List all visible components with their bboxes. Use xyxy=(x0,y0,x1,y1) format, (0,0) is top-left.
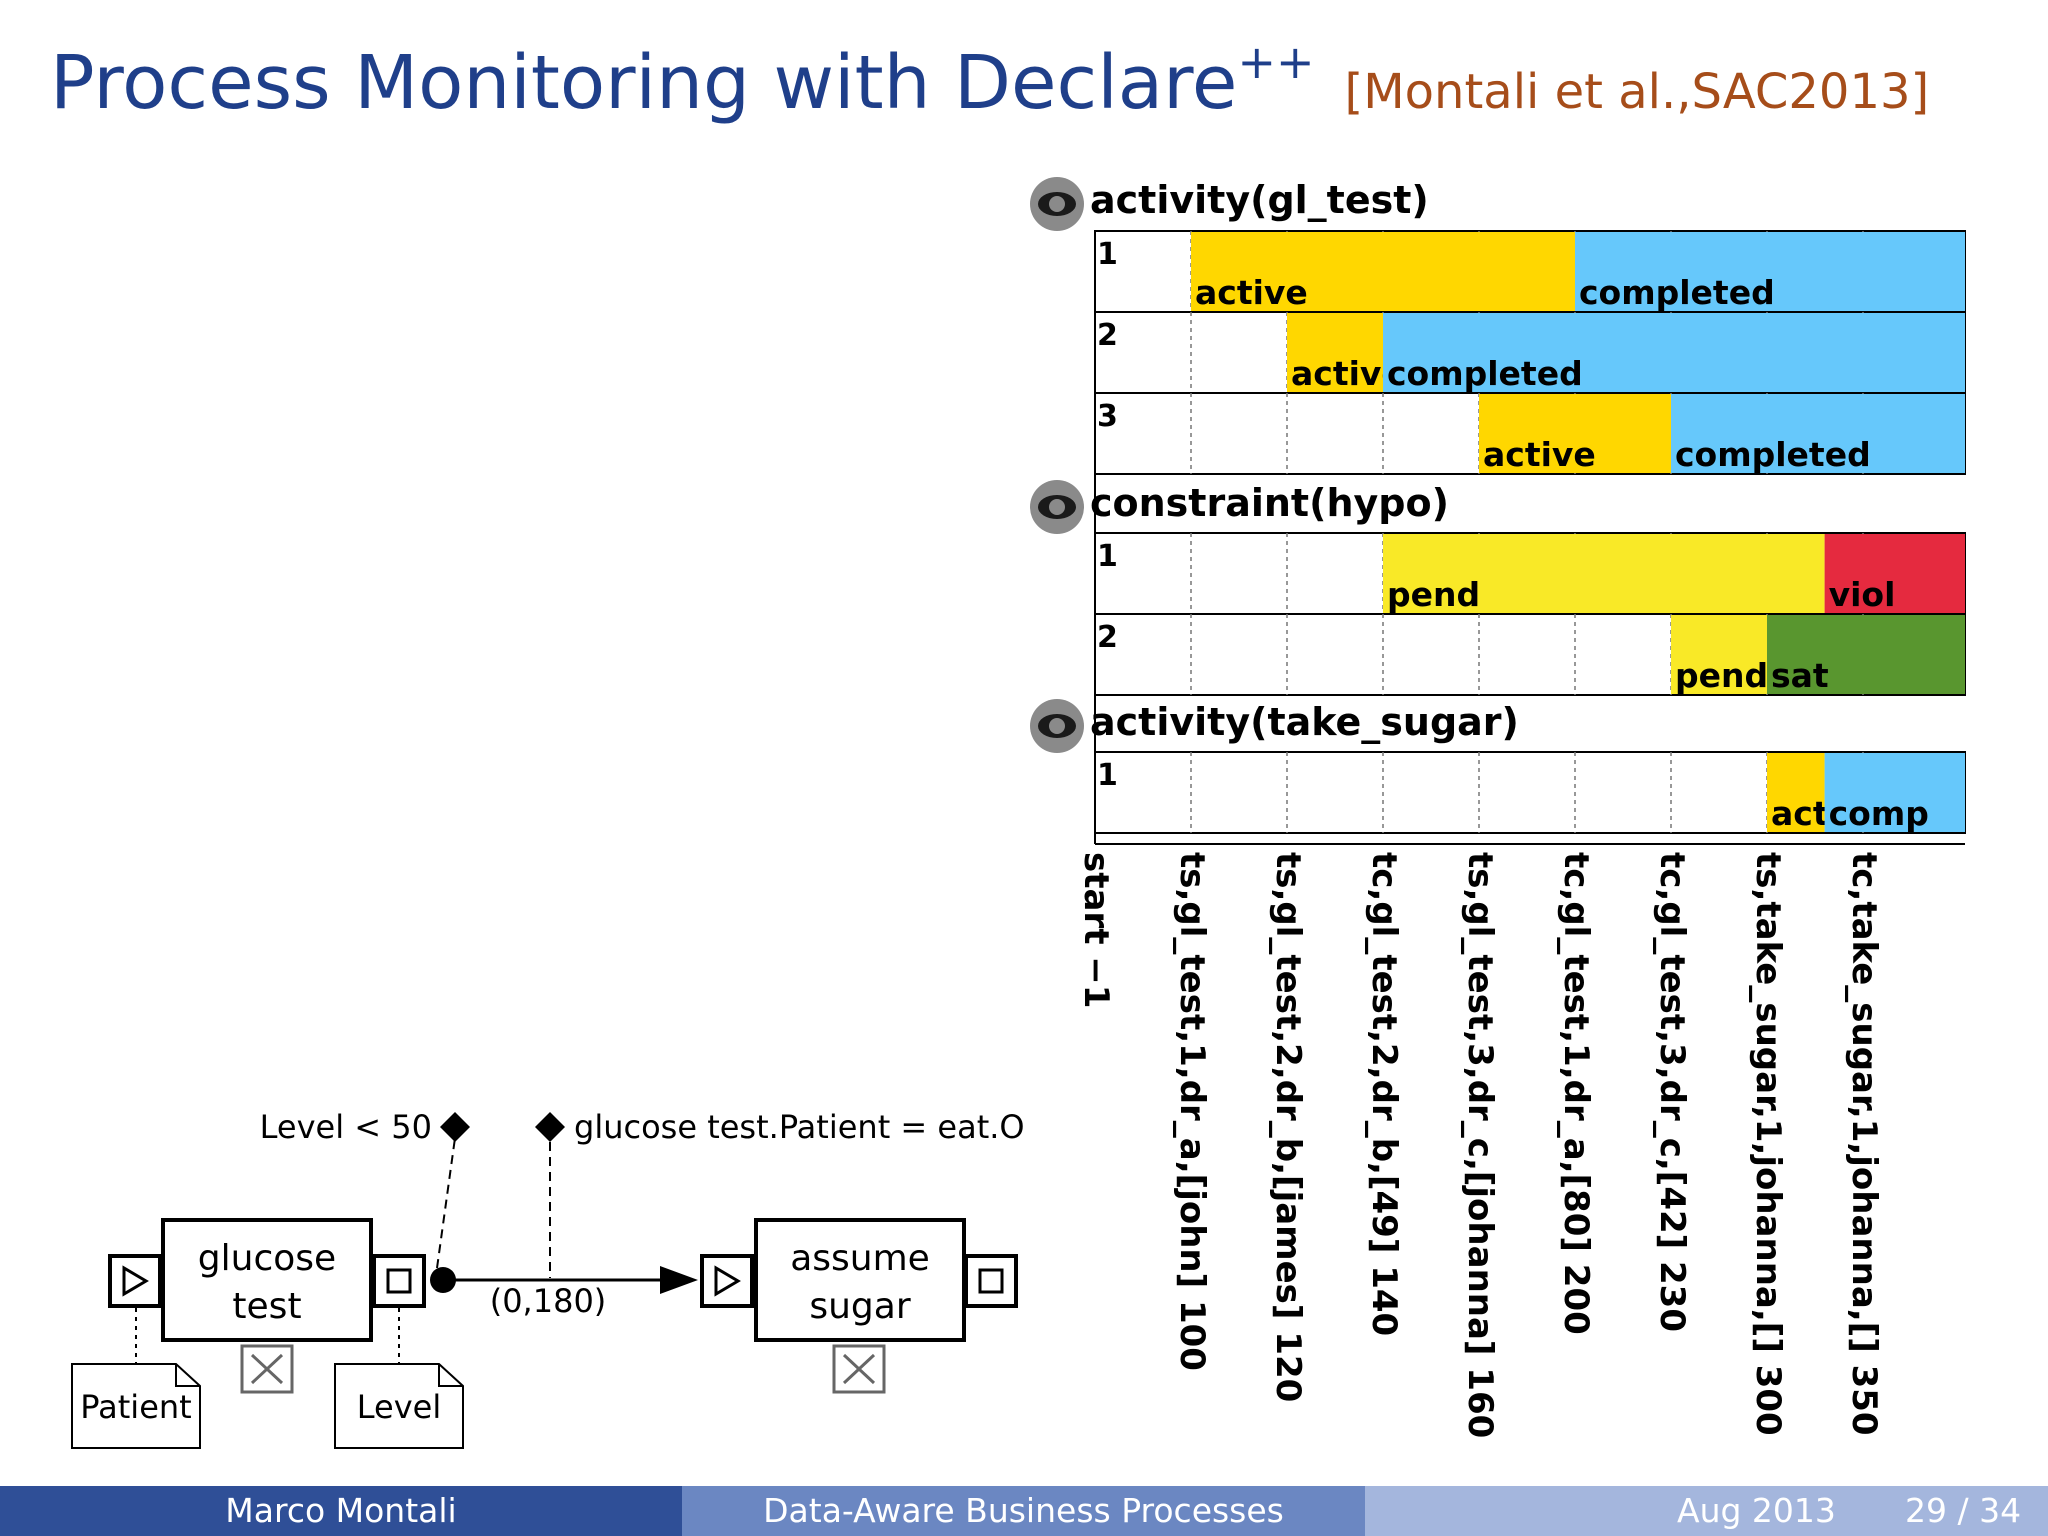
segment-active xyxy=(1191,232,1575,311)
segment-active xyxy=(1287,313,1383,392)
diamond-icon xyxy=(535,1112,565,1142)
event-tick-label: tc,gl_test,1,dr_a,[80] 200 xyxy=(1556,852,1596,1335)
segment-completed xyxy=(1824,753,1965,832)
footer-talk-title: Data-Aware Business Processes xyxy=(682,1486,1365,1536)
event-tick-label: tc,gl_test,3,dr_c,[42] 230 xyxy=(1652,852,1692,1332)
interval-label: (0,180) xyxy=(490,1282,607,1320)
segment-completed xyxy=(1383,313,1965,392)
data-object-level[interactable] xyxy=(334,1363,464,1449)
segment-label: active xyxy=(1195,273,1308,312)
footer-meta: Aug 2013 29 / 34 xyxy=(1365,1486,2048,1536)
task-glucose-test-line2: test xyxy=(232,1286,301,1327)
segment-label: completed xyxy=(1387,354,1583,393)
process-model-diagram: glucose test Patient Level (0,180) Level… xyxy=(71,1108,1025,1449)
segment-label: comp xyxy=(1829,794,1929,833)
connector-arrowhead xyxy=(660,1266,698,1294)
title-text: Process Monitoring with Declare xyxy=(50,40,1238,126)
stop-square-icon[interactable] xyxy=(372,1254,426,1308)
event-tick-label: ts,gl_test,3,dr_c,[johanna] 160 xyxy=(1460,852,1500,1438)
footer-author: Marco Montali xyxy=(0,1486,682,1536)
citation: [Montali et al.,SAC2013] xyxy=(1344,64,1930,120)
segment-label: sat xyxy=(1771,656,1829,695)
footer-page-number: 29 / 34 xyxy=(1905,1491,2022,1530)
event-tick-label: ts,take_sugar,1,johanna,[] 300 xyxy=(1748,852,1788,1436)
event-tick-label: start −1 xyxy=(1076,852,1116,1008)
slide-title: Process Monitoring with Declare++ [Montal… xyxy=(50,35,1930,150)
stop-square-icon[interactable] xyxy=(964,1254,1018,1308)
condition-left: Level < 50 xyxy=(260,1108,432,1146)
task-assume-sugar-line1: assume xyxy=(790,1238,930,1279)
task-assume-sugar-line2: sugar xyxy=(809,1286,910,1327)
task-glucose-test-line1: glucose xyxy=(198,1238,336,1279)
task-glucose-test-box[interactable] xyxy=(161,1218,373,1342)
segment-viol xyxy=(1824,534,1965,613)
lane-id: 2 xyxy=(1097,318,1118,353)
lane-id: 3 xyxy=(1097,399,1118,434)
segment-active xyxy=(1767,753,1825,832)
group-label-take-sugar: activity(take_sugar) xyxy=(1090,700,1519,744)
segment-label: completed xyxy=(1675,435,1871,474)
start-triangle-icon[interactable] xyxy=(108,1254,162,1308)
lane-id: 1 xyxy=(1097,758,1118,793)
data-object-level-label: Level xyxy=(357,1388,441,1426)
slide-footer: Marco Montali Data-Aware Business Proces… xyxy=(0,1486,2048,1536)
segment-completed xyxy=(1671,394,1965,473)
segment-pend xyxy=(1383,534,1825,613)
segment-pend xyxy=(1671,615,1767,694)
cancel-x-icon[interactable] xyxy=(832,1344,886,1394)
event-tick-label: ts,gl_test,2,dr_b,[james] 120 xyxy=(1268,852,1308,1402)
segment-label: completed xyxy=(1579,273,1775,312)
segment-active xyxy=(1479,394,1671,473)
footer-date: Aug 2013 xyxy=(1677,1491,1836,1530)
cancel-x-icon[interactable] xyxy=(240,1344,294,1394)
lane-id: 1 xyxy=(1097,237,1118,272)
segment-label: pend xyxy=(1387,575,1480,614)
group-label-gl-test: activity(gl_test) xyxy=(1090,178,1429,222)
segment-label: pend xyxy=(1675,656,1768,695)
segment-label: viol xyxy=(1829,575,1896,614)
group-label-hypo: constraint(hypo) xyxy=(1090,481,1449,525)
eye-icon[interactable] xyxy=(1030,480,1084,534)
event-tick-label: tc,gl_test,2,dr_b,[49] 140 xyxy=(1364,852,1404,1336)
diamond-icon xyxy=(440,1112,470,1142)
eye-icon[interactable] xyxy=(1030,177,1084,231)
segment-completed xyxy=(1575,232,1965,311)
start-triangle-icon[interactable] xyxy=(700,1254,754,1308)
segment-sat xyxy=(1767,615,1965,694)
eye-icon[interactable] xyxy=(1030,699,1084,753)
data-object-patient-label: Patient xyxy=(80,1388,191,1426)
lane-id: 2 xyxy=(1097,620,1118,655)
lane-id: 1 xyxy=(1097,539,1118,574)
title-superscript: ++ xyxy=(1237,35,1315,89)
segment-label: active xyxy=(1483,435,1596,474)
task-assume-sugar-box[interactable] xyxy=(754,1218,966,1342)
condition-right: glucose test.Patient = eat.O xyxy=(574,1108,1025,1146)
data-object-patient[interactable] xyxy=(71,1363,201,1449)
event-tick-label: ts,gl_test,1,dr_a,[john] 100 xyxy=(1172,852,1212,1371)
event-tick-label: tc,take_sugar,1,johanna,[] 350 xyxy=(1844,852,1884,1436)
